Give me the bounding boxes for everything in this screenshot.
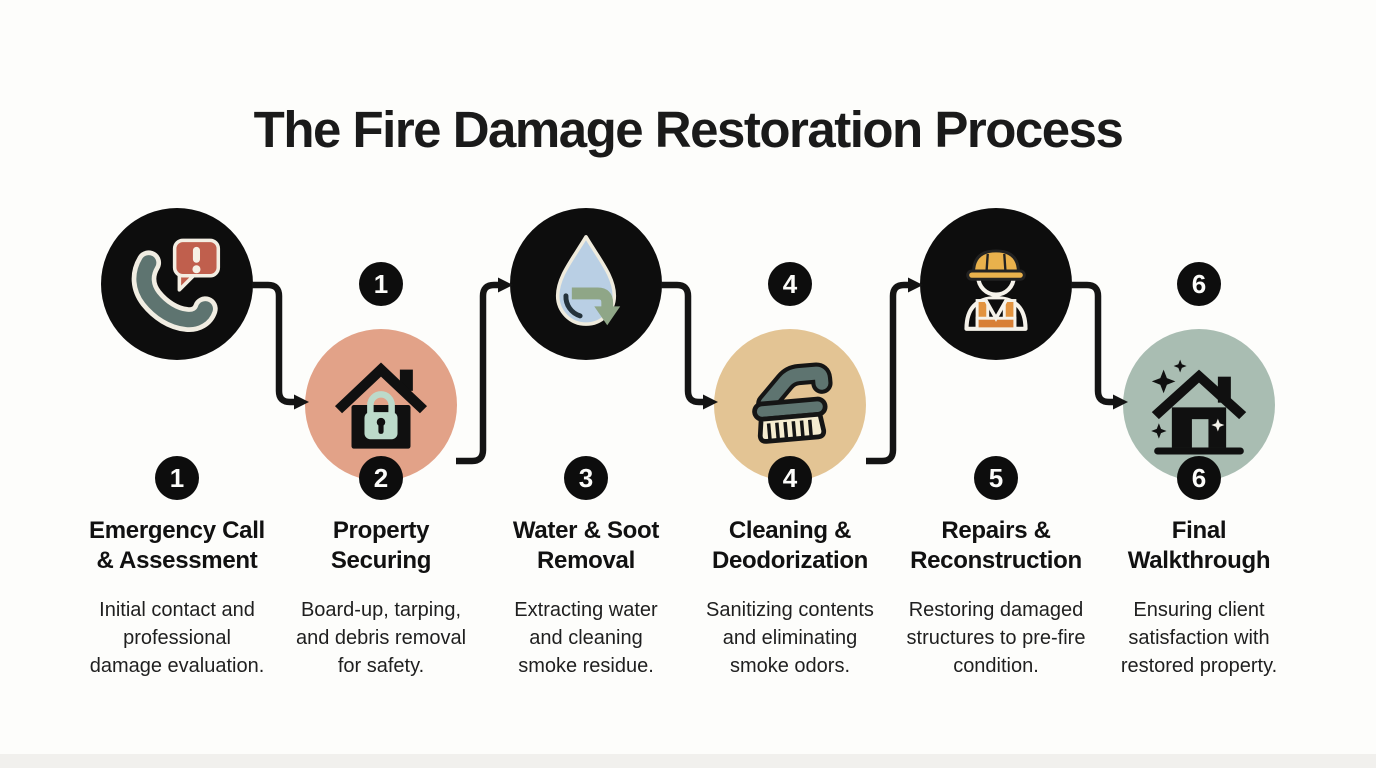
- phone-alert-icon: [131, 238, 221, 332]
- step3-column: 3 Water & Soot Removal Extracting water …: [484, 456, 688, 680]
- arrow-step5-to-step6: [1071, 281, 1128, 410]
- page-title: The Fire Damage Restoration Process: [253, 101, 1124, 159]
- step1-column: 1 Emergency Call & Assessment Initial co…: [75, 456, 279, 680]
- step4-top-badge: 4: [768, 262, 812, 306]
- scrub-brush-icon: [752, 362, 833, 444]
- arrow-step1-to-step2: [252, 281, 309, 410]
- step1-circle: [101, 208, 253, 360]
- step2-title: Property Securing: [330, 517, 432, 574]
- step1-title: Emergency Call & Assessment: [89, 517, 265, 574]
- step6-description: Ensuring client satisfaction with restor…: [1120, 599, 1278, 677]
- step5-description: Restoring damaged structures to pre-fire…: [906, 599, 1086, 677]
- step6-number-badge: 6: [1177, 456, 1221, 500]
- step2-top-badge: 1: [359, 262, 403, 306]
- step6-circle: [1123, 329, 1275, 481]
- step2-column: 2 Property Securing Board-up, tarping, a…: [279, 456, 483, 680]
- arrow-step2-to-step3: [456, 277, 513, 465]
- arrow-step3-to-step4: [661, 281, 718, 410]
- step4-circle: [714, 329, 866, 481]
- step6-column: 6 Final Walkthrough Ensuring client sati…: [1097, 456, 1301, 680]
- arrow-step4-to-step5: [866, 277, 923, 465]
- step4-column: 4 Cleaning & Deodorization Sanitizing co…: [688, 456, 892, 680]
- step5-circle: [920, 208, 1072, 360]
- step3-circle: [510, 208, 662, 360]
- construction-worker-icon: [964, 249, 1028, 331]
- step6-top-badge: 6: [1177, 262, 1221, 306]
- step2-circle: [305, 329, 457, 481]
- step4-description: Sanitizing contents and eliminating smok…: [706, 599, 874, 677]
- step2-description: Board-up, tarping, and debris removal fo…: [295, 599, 467, 677]
- bottom-strip: [0, 754, 1376, 768]
- water-drop-extraction-icon: [555, 235, 621, 326]
- step4-number-badge: 4: [768, 456, 812, 500]
- sparkle-house-icon: [1151, 359, 1247, 455]
- step3-title: Water & Soot Removal: [512, 517, 660, 574]
- step3-description: Extracting water and cleaning smoke resi…: [514, 599, 658, 677]
- step6-title: Final Walkthrough: [1127, 517, 1271, 574]
- step5-number-badge: 5: [974, 456, 1018, 500]
- step3-number-badge: 3: [564, 456, 608, 500]
- step2-number-badge: 2: [359, 456, 403, 500]
- step5-column: 5 Repairs & Reconstruction Restoring dam…: [894, 456, 1098, 680]
- step1-description: Initial contact and professional damage …: [89, 599, 265, 677]
- step5-title: Repairs & Reconstruction: [910, 517, 1082, 574]
- step4-title: Cleaning & Deodorization: [711, 517, 869, 574]
- step1-number-badge: 1: [155, 456, 199, 500]
- house-lock-icon: [334, 362, 428, 449]
